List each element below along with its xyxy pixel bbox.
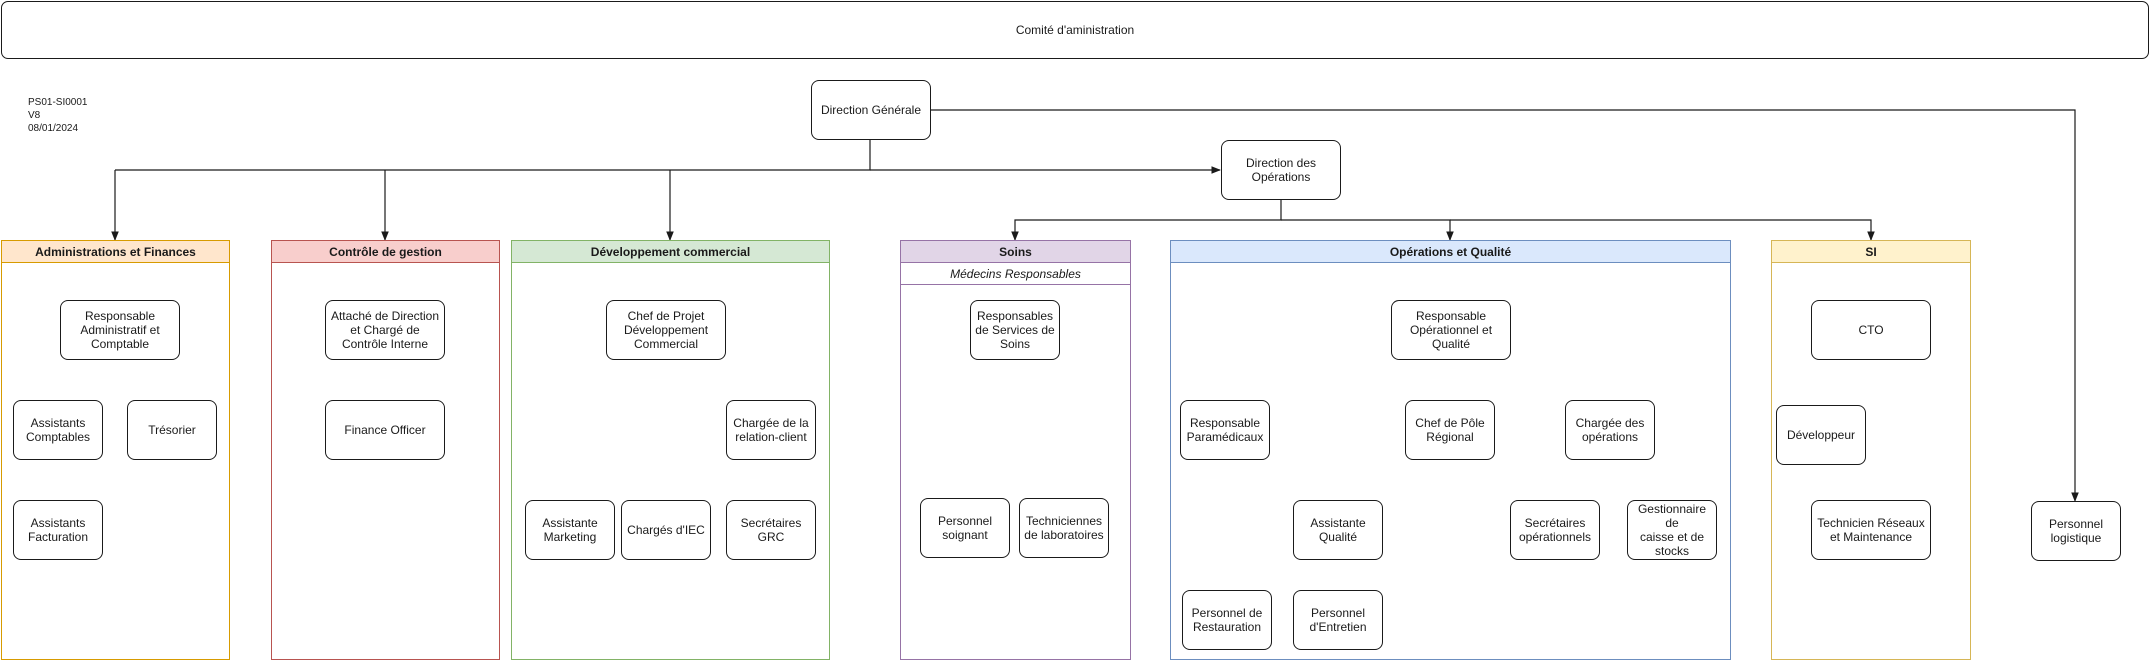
dev-relation-node[interactable]: Chargée de la relation-client [726, 400, 816, 460]
admin-tresorier-node[interactable]: Trésorier [127, 400, 217, 460]
lane-admin-title: Administrations et Finances [2, 241, 229, 263]
ops-para-node[interactable]: Responsable Paramédicaux [1180, 400, 1270, 460]
board-banner: Comité d'aministration [1, 1, 2149, 59]
dev-iec-node[interactable]: Chargés d'IEC [621, 500, 711, 560]
ops-restauration-node[interactable]: Personnel de Restauration [1182, 590, 1272, 650]
dev-marketing-node[interactable]: Assistante Marketing [525, 500, 615, 560]
connector-do-ops [1281, 219, 1454, 241]
admin-facturation-node[interactable]: Assistants Facturation [13, 500, 103, 560]
controle-finance-node[interactable]: Finance Officer [325, 400, 445, 460]
soins-resp-node[interactable]: Responsables de Services de Soins [970, 300, 1060, 360]
soins-soignant-node[interactable]: Personnel soignant [920, 498, 1010, 558]
doc-version: V8 [28, 110, 41, 121]
lane-ops-title: Opérations et Qualité [1171, 241, 1730, 263]
lane-soins-subtitle: Médecins Responsables [901, 263, 1130, 285]
connector-do-si [1450, 219, 1875, 241]
si-developpeur-node[interactable]: Développeur [1776, 405, 1866, 465]
direction-generale-node[interactable]: Direction Générale [811, 80, 931, 140]
doc-date: 08/01/2024 [28, 123, 79, 134]
lane-soins-title: Soins [901, 241, 1130, 263]
lane-dev-title: Développement commercial [512, 241, 829, 263]
admin-assistants-node[interactable]: Assistants Comptables [13, 400, 103, 460]
admin-resp-node[interactable]: Responsable Administratif et Comptable [60, 300, 180, 360]
lane-si-title: SI [1772, 241, 1970, 263]
dev-grc-node[interactable]: Secrétaires GRC [726, 500, 816, 560]
ops-pole-node[interactable]: Chef de Pôle Régional [1405, 400, 1495, 460]
document-meta: PS01-SI0001 V8 08/01/2024 [28, 96, 88, 135]
soins-techniciennes-node[interactable]: Techniciennes de laboratoires [1019, 498, 1109, 558]
direction-operations-node[interactable]: Direction des Opérations [1221, 140, 1341, 200]
ops-resp-node[interactable]: Responsable Opérationnel et Qualité [1391, 300, 1511, 360]
si-cto-node[interactable]: CTO [1811, 300, 1931, 360]
connector-do-bus [1011, 200, 1282, 241]
ops-chargee-node[interactable]: Chargée des opérations [1565, 400, 1655, 460]
ops-entretien-node[interactable]: Personnel d'Entretien [1293, 590, 1383, 650]
controle-attache-node[interactable]: Attaché de Direction et Chargé de Contrô… [325, 300, 445, 360]
ops-secretaires-node[interactable]: Secrétaires opérationnels [1510, 500, 1600, 560]
connector-dg-bus [115, 140, 871, 171]
si-technicien-node[interactable]: Technicien Réseaux et Maintenance [1811, 500, 1931, 560]
ops-gestionnaire-node[interactable]: Gestionnaire de caisse et de stocks [1627, 500, 1717, 560]
personnel-logistique-node[interactable]: Personnel logistique [2031, 501, 2121, 561]
dev-chef-node[interactable]: Chef de Projet Développement Commercial [606, 300, 726, 360]
connector-dg-logistique [930, 109, 2079, 502]
doc-ref: PS01-SI0001 [28, 97, 88, 108]
ops-assistante-node[interactable]: Assistante Qualité [1293, 500, 1383, 560]
lane-controle-title: Contrôle de gestion [272, 241, 499, 263]
